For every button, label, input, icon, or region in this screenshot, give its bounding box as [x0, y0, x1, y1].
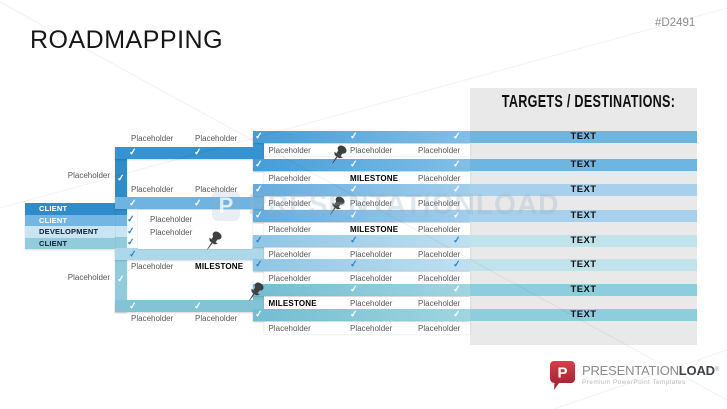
right-label-row-7: [263, 322, 470, 335]
left-bar-2: [115, 248, 264, 260]
right-label-row-1: [263, 172, 470, 185]
stack-row-1: [25, 214, 115, 226]
right-row-0-label-0: Placeholder: [268, 145, 311, 155]
target-text-bar-6: TEXT: [470, 283, 697, 297]
placeholder-box: [138, 209, 252, 249]
stack-row-label-2: DEVELOPMENT: [39, 227, 99, 236]
stack-row-label-1: CLIENT: [39, 215, 68, 225]
target-text-bar-3: TEXT: [470, 209, 697, 223]
logo-brand-regular: PRESENTATION: [582, 363, 679, 378]
right-row-5-label-1: Placeholder: [350, 273, 393, 283]
right-bar-2: [252, 183, 470, 197]
right-row-0-label-2: Placeholder: [418, 145, 461, 155]
product-code: #D2491: [655, 17, 696, 29]
target-text-bar-4: TEXT: [470, 234, 697, 248]
right-row-5-label-0: Placeholder: [268, 273, 311, 283]
logo-tagline: Premium PowerPoint Templates: [582, 379, 686, 386]
slide-title: ROADMAPPING: [30, 26, 224, 54]
right-row-7-label-0: Placeholder: [268, 323, 311, 333]
right-row-2-label-2: Placeholder: [418, 198, 461, 208]
logo-brand-bold: LOAD: [678, 363, 715, 378]
target-text-bar-1: TEXT: [470, 158, 697, 172]
right-bar-3: [252, 209, 470, 223]
right-bar-0: [252, 130, 470, 144]
pushpin-icon: [245, 281, 267, 305]
branch-connector-segment-1: [115, 214, 127, 226]
right-label-row-3: [263, 223, 470, 236]
left-bar-3: [115, 300, 264, 312]
branch-top-label: Placeholder: [67, 171, 110, 180]
right-row-6-label-1: Placeholder: [350, 298, 393, 308]
right-label-row-2: [263, 197, 470, 210]
logo-wordmark: PRESENTATIONLOAD®: [582, 364, 719, 377]
logo-registered-mark: ®: [714, 367, 720, 373]
right-bar-4: [252, 234, 470, 248]
right-row-7-label-2: Placeholder: [418, 323, 461, 333]
right-label-row-6: [263, 297, 470, 310]
pushpin-icon: [328, 144, 350, 168]
left-row-milestone-label-0: Placeholder: [131, 262, 174, 271]
right-row-1-label-0: Placeholder: [268, 173, 311, 183]
right-label-row-4: [263, 248, 470, 261]
stack-row-2: [25, 226, 115, 238]
stack-row-0: [25, 203, 115, 215]
right-label-row-5: [263, 272, 470, 285]
right-label-row-0: [263, 144, 470, 157]
right-row-5-label-2: Placeholder: [418, 273, 461, 283]
left-row-top-label-1: Placeholder: [195, 134, 238, 143]
left-bar-0: [115, 146, 264, 159]
right-bar-1: [252, 158, 470, 172]
svg-text:P: P: [557, 365, 567, 382]
right-row-3-label-1: MILESTONE: [350, 224, 399, 234]
right-row-1-label-1: MILESTONE: [350, 173, 399, 183]
left-row-mid-label-1: Placeholder: [195, 184, 238, 194]
left-bar-1: [115, 197, 264, 209]
branch-connector-segment-2: [115, 225, 127, 237]
logo-p-icon: P: [550, 361, 575, 390]
left-row-bottom-label-0: Placeholder: [131, 314, 174, 323]
right-row-1-label-2: Placeholder: [418, 173, 461, 183]
target-text-bar-5: TEXT: [470, 258, 697, 272]
target-text-bar-7: TEXT: [470, 308, 697, 322]
right-row-2-label-0: Placeholder: [268, 198, 311, 208]
target-text-bar-2: TEXT: [470, 183, 697, 197]
right-row-6-label-2: Placeholder: [418, 298, 461, 308]
left-row-top-label-0: Placeholder: [131, 134, 174, 143]
stack-row-label-0: CLIENT: [39, 204, 68, 213]
target-text-bar-0: TEXT: [470, 130, 697, 144]
stack-row-label-3: CLIENT: [39, 238, 68, 248]
right-bar-5: [252, 258, 470, 272]
left-row-bottom-label-1: Placeholder: [195, 314, 238, 323]
left-row-mid-label-0: Placeholder: [131, 184, 174, 194]
pushpin-icon: [203, 230, 225, 254]
left-row-milestone-label-1: MILESTONE: [195, 262, 244, 271]
right-row-4-label-2: Placeholder: [418, 249, 461, 259]
branch-bottom-label: Placeholder: [67, 272, 110, 282]
stack-row-3: [25, 237, 115, 249]
right-row-4-label-1: Placeholder: [350, 249, 393, 259]
right-row-4-label-0: Placeholder: [268, 249, 311, 259]
right-bar-6: [252, 283, 470, 297]
right-row-3-label-2: Placeholder: [418, 224, 461, 234]
placeholder-box-line-1: Placeholder: [150, 227, 193, 237]
targets-panel-title: TARGETS / DESTINATIONS:: [501, 91, 676, 111]
placeholder-box-line-0: Placeholder: [150, 215, 193, 224]
right-row-3-label-0: Placeholder: [268, 224, 311, 234]
right-row-7-label-1: Placeholder: [350, 323, 393, 333]
right-row-6-label-0: MILESTONE: [268, 298, 317, 308]
right-row-2-label-1: Placeholder: [350, 198, 393, 208]
right-row-0-label-1: Placeholder: [350, 145, 393, 155]
right-bar-7: [252, 308, 470, 322]
pushpin-icon: [326, 195, 348, 219]
presentationload-logo: P PRESENTATIONLOAD® Premium PowerPoint T…: [550, 361, 719, 390]
